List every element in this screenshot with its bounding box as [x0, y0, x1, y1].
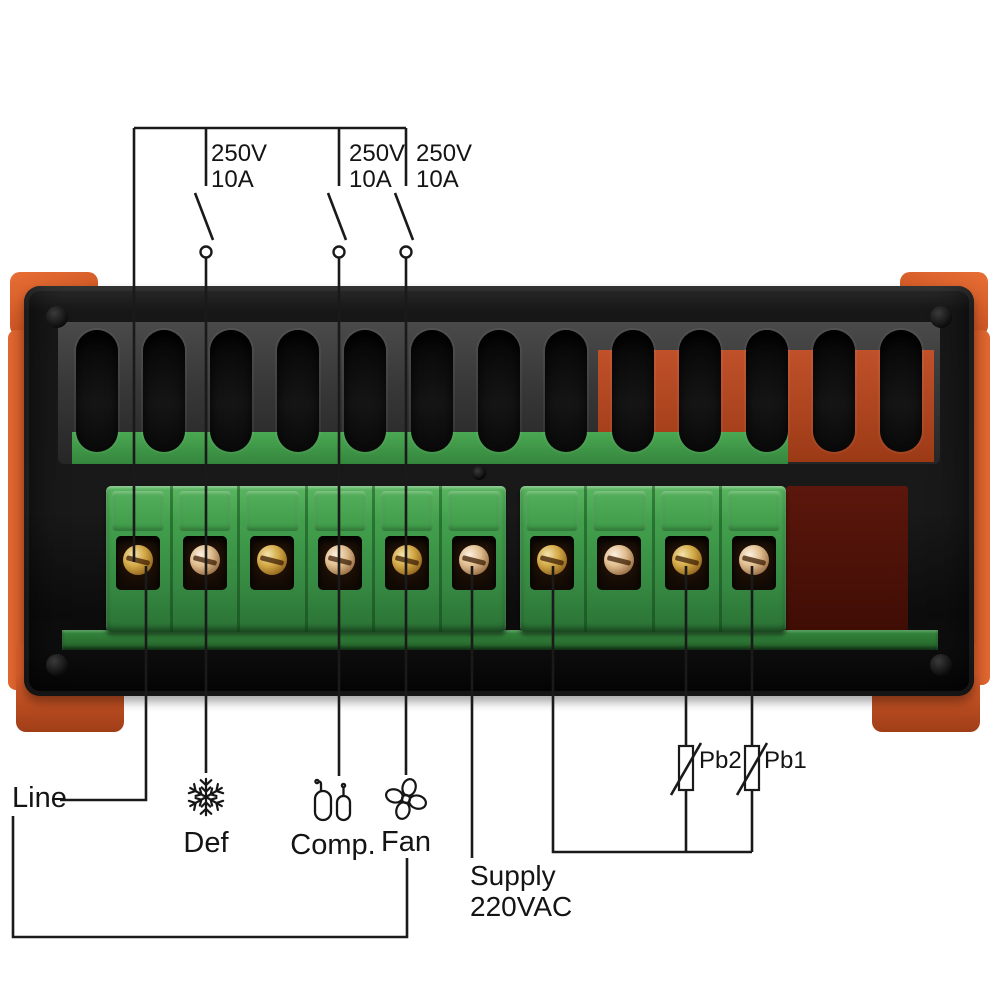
relay-switch-3-blade [393, 192, 415, 241]
terminal-opening [664, 536, 709, 590]
terminal-face [447, 491, 501, 531]
terminal-screw-icon [671, 545, 702, 575]
relay-rating-label-3: 250V 10A [416, 140, 473, 193]
pcb-edge-strip [62, 630, 938, 650]
relay-switch-3-contact [399, 245, 413, 259]
fan-label: Fan [381, 826, 431, 858]
terminal-face [313, 491, 366, 531]
terminal-unit [722, 486, 786, 632]
defrost-snowflake-icon [183, 774, 229, 820]
line-label: Line [12, 782, 67, 814]
terminal-unit [173, 486, 241, 632]
terminal-screw-icon [190, 545, 221, 575]
terminal-face [380, 491, 433, 531]
housing-screw-icon [930, 306, 952, 328]
vent-slot [545, 330, 587, 452]
terminal-opening [530, 536, 575, 590]
terminal-unit [240, 486, 308, 632]
relay-rating-label-1: 250V 10A [211, 140, 268, 193]
vent-slot [143, 330, 185, 452]
terminal-unit [106, 486, 174, 632]
relay-switch-1-blade [193, 192, 215, 241]
terminal-unit [520, 486, 588, 632]
terminal-face [660, 491, 713, 531]
terminal-unit [308, 486, 375, 632]
vent-slot [746, 330, 788, 452]
vent-slot [813, 330, 855, 452]
relay-switch-2-contact [332, 245, 346, 259]
vent-slot [478, 330, 520, 452]
terminal-screw-icon [324, 545, 355, 575]
relay-switch-1-contact [199, 245, 213, 259]
housing-screw-icon [930, 654, 952, 676]
terminal-face [179, 491, 232, 531]
terminal-unit [587, 486, 655, 632]
terminal-unit [655, 486, 722, 632]
terminal-screw-icon [458, 545, 489, 575]
terminal-block-right [520, 486, 786, 632]
terminal-face [112, 491, 165, 531]
terminal-screw-icon [257, 545, 288, 575]
vent-slot [277, 330, 319, 452]
terminal-face [593, 491, 646, 531]
terminal-opening [317, 536, 362, 590]
terminal-opening [451, 536, 496, 590]
housing-screw-icon [46, 306, 68, 328]
terminal-opening [384, 536, 429, 590]
terminal-opening [183, 536, 228, 590]
vent-slot [411, 330, 453, 452]
relay-switch-2-blade [326, 192, 348, 241]
supply-label: Supply 220VAC [470, 860, 573, 922]
terminal-screw-icon [604, 545, 635, 575]
terminal-face [526, 491, 579, 531]
vent-slot [679, 330, 721, 452]
terminal-block-left [106, 486, 506, 632]
terminal-screw-icon [123, 545, 154, 575]
terminal-opening [250, 536, 295, 590]
terminal-unit [375, 486, 442, 632]
vent-slot [612, 330, 654, 452]
vent-slot [344, 330, 386, 452]
compressor-icon [309, 777, 357, 823]
relay-rating-label-2: 250V 10A [349, 140, 406, 193]
terminal-screw-icon [537, 545, 568, 575]
vent-slot [880, 330, 922, 452]
vent-slot [76, 330, 118, 452]
pb1-sensor-label: Pb1 [764, 747, 807, 774]
panel-hole-icon [472, 466, 486, 480]
terminal-screw-icon [391, 545, 422, 575]
housing-screw-icon [46, 654, 68, 676]
defrost-label: Def [183, 827, 229, 859]
terminal-face [727, 491, 780, 531]
pb2-sensor-label: Pb2 [699, 747, 742, 774]
terminal-opening [731, 536, 776, 590]
terminal-screw-icon [738, 545, 769, 575]
terminal-unit [442, 486, 506, 632]
fan-icon [383, 776, 429, 822]
vent-slot-row [76, 330, 922, 452]
terminal-face [246, 491, 299, 531]
sensor-compartment-panel [786, 486, 908, 632]
compressor-label: Comp. [290, 829, 376, 861]
terminal-opening [116, 536, 161, 590]
thermistor-icon-pb2 [669, 742, 703, 796]
terminal-opening [597, 536, 642, 590]
vent-slot [210, 330, 252, 452]
